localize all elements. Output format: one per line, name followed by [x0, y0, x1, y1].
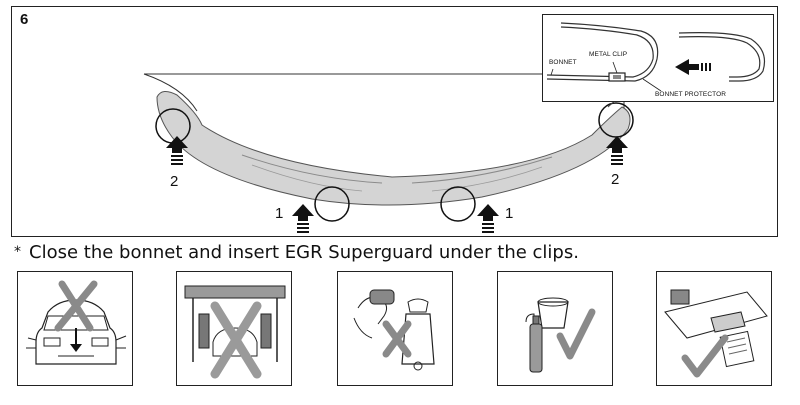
- step-6-panel: 6: [11, 6, 778, 237]
- label-bonnet-protector: BONNET PROTECTOR: [655, 91, 727, 98]
- clip-detail-inset: BONNET METAL CLIP BONNET PROTECTOR: [542, 14, 774, 102]
- label-metal-clip: METAL CLIP: [589, 51, 628, 58]
- arrow-up-icon-left-side: [166, 136, 188, 165]
- arrow-left-icon: [675, 59, 689, 75]
- use-cleaning-spray-icon: [497, 271, 613, 386]
- no-parking-lights-icon: [17, 271, 133, 386]
- clip-circle-left-bottom: [314, 186, 350, 222]
- no-car-wash-icon: [176, 271, 292, 386]
- step-number: 6: [20, 11, 29, 28]
- clip-circle-right-bottom: [440, 186, 476, 222]
- keep-instructions-in-glovebox-icon: [656, 271, 772, 386]
- bullet-star: *: [14, 244, 21, 260]
- bonnet-protector-shape: [156, 91, 631, 206]
- step-number-1-right: 1: [505, 205, 514, 222]
- step-number-2-left: 2: [170, 173, 179, 190]
- label-bonnet: BONNET: [549, 59, 577, 66]
- instruction-line: * Close the bonnet and insert EGR Supergu…: [14, 242, 579, 263]
- no-dishwasher-icon: [337, 271, 453, 386]
- step-number-1-left: 1: [275, 205, 284, 222]
- clip-circle-right-side: [598, 102, 634, 138]
- instruction-text: Close the bonnet and insert EGR Supergua…: [29, 242, 579, 263]
- arrow-up-icon-right-bottom: [477, 204, 499, 233]
- step-number-2-right: 2: [611, 171, 620, 188]
- arrow-up-icon-right-side: [606, 136, 628, 165]
- arrow-up-icon-left-bottom: [292, 204, 314, 233]
